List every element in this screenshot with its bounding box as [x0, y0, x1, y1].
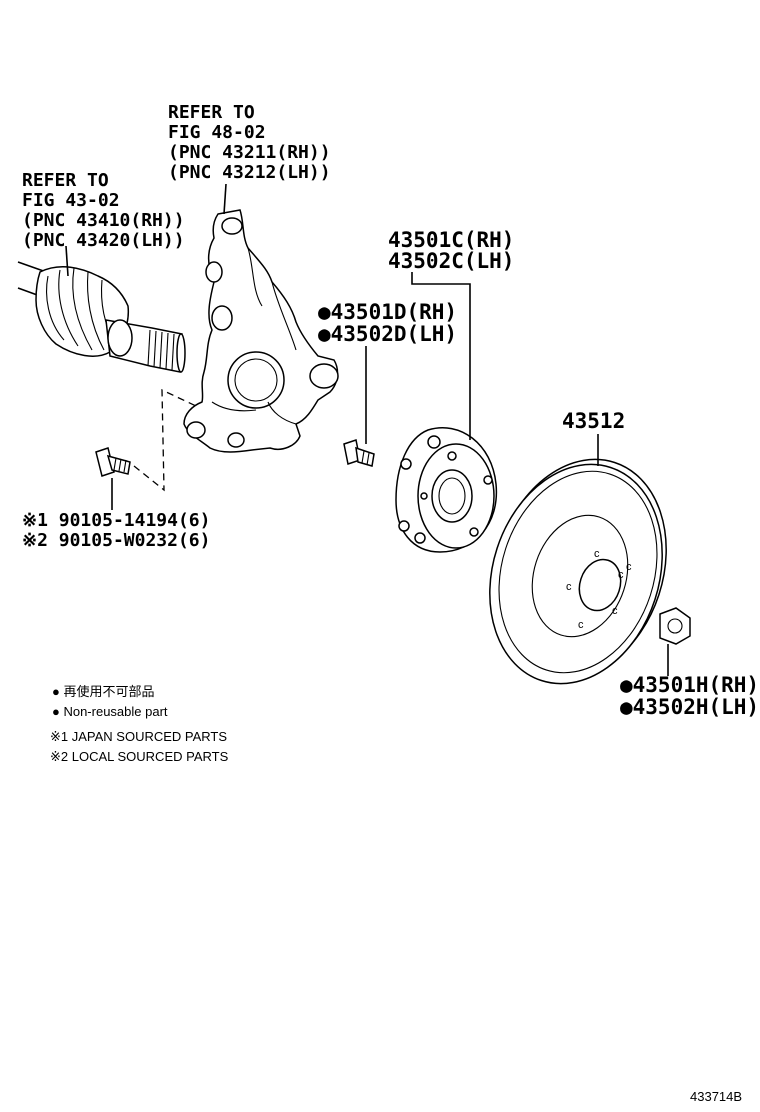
- steering-knuckle-illustration: [183, 209, 339, 453]
- hub-nut-rh: ●43501H(RH): [620, 673, 759, 697]
- knuckle-bolt-illustration: [95, 447, 131, 477]
- knuckle-bolt-callout: ※1 90105-14194(6) ※2 90105-W0232(6): [22, 510, 210, 551]
- svg-text:c: c: [626, 561, 632, 573]
- knuckle-ref-line-2: FIG 48-02: [168, 122, 266, 143]
- legend-non-reusable-en: ● Non-reusable part: [52, 704, 168, 719]
- hub-bolt-callout: ●43501D(RH) ●43502D(LH): [318, 300, 457, 346]
- legend-note-1: ※1 JAPAN SOURCED PARTS: [50, 729, 227, 744]
- legend: ● 再使用不可部品 ● Non-reusable part ※1 JAPAN S…: [50, 684, 229, 764]
- hub-assy-rh: 43501C(RH): [388, 228, 514, 252]
- knuckle-ref-line-1: REFER TO: [168, 102, 255, 123]
- hub-bearing-assembly-illustration: [395, 427, 498, 553]
- drive-shaft-illustration: [17, 261, 186, 373]
- hub-bolt-rh: ●43501D(RH): [318, 300, 457, 324]
- disc-part-number: 43512: [562, 409, 625, 433]
- svg-text:c: c: [618, 569, 624, 581]
- hub-nut-lh: ●43502H(LH): [620, 695, 759, 719]
- hub-bolt-illustration: [343, 439, 375, 467]
- axle-ref-line-3: (PNC 43410(RH)): [22, 210, 185, 231]
- knuckle-ref-line-4: (PNC 43212(LH)): [168, 162, 331, 183]
- figure-id: 433714B: [690, 1089, 742, 1104]
- axle-ref-line-4: (PNC 43420(LH)): [22, 230, 185, 251]
- legend-note-2: ※2 LOCAL SOURCED PARTS: [50, 749, 229, 764]
- brake-disc-illustration: c c c c c c: [489, 458, 667, 685]
- hub-assy-callout: 43501C(RH) 43502C(LH): [388, 228, 514, 273]
- hub-nut-callout: ●43501H(RH) ●43502H(LH): [620, 673, 759, 719]
- legend-non-reusable-jp: ● 再使用不可部品: [52, 684, 154, 699]
- axle-ref-line-1: REFER TO: [22, 170, 109, 191]
- hub-assy-lh: 43502C(LH): [388, 249, 514, 273]
- bolt-install-path: [133, 388, 197, 492]
- svg-text:c: c: [578, 619, 584, 631]
- svg-text:c: c: [594, 548, 600, 560]
- knuckle-ref-line-3: (PNC 43211(RH)): [168, 142, 331, 163]
- axle-reference-callout: REFER TO FIG 43-02 (PNC 43410(RH)) (PNC …: [22, 170, 185, 251]
- leader-lines: [65, 183, 669, 676]
- knuckle-bolt-local: ※2 90105-W0232(6): [22, 530, 210, 551]
- knuckle-reference-callout: REFER TO FIG 48-02 (PNC 43211(RH)) (PNC …: [168, 102, 331, 183]
- svg-text:c: c: [612, 605, 618, 617]
- axle-ref-line-2: FIG 43-02: [22, 190, 120, 211]
- hub-bolt-lh: ●43502D(LH): [318, 322, 457, 346]
- knuckle-bolt-japan: ※1 90105-14194(6): [22, 510, 210, 531]
- svg-text:c: c: [566, 581, 572, 593]
- hub-nut-illustration: [659, 607, 691, 645]
